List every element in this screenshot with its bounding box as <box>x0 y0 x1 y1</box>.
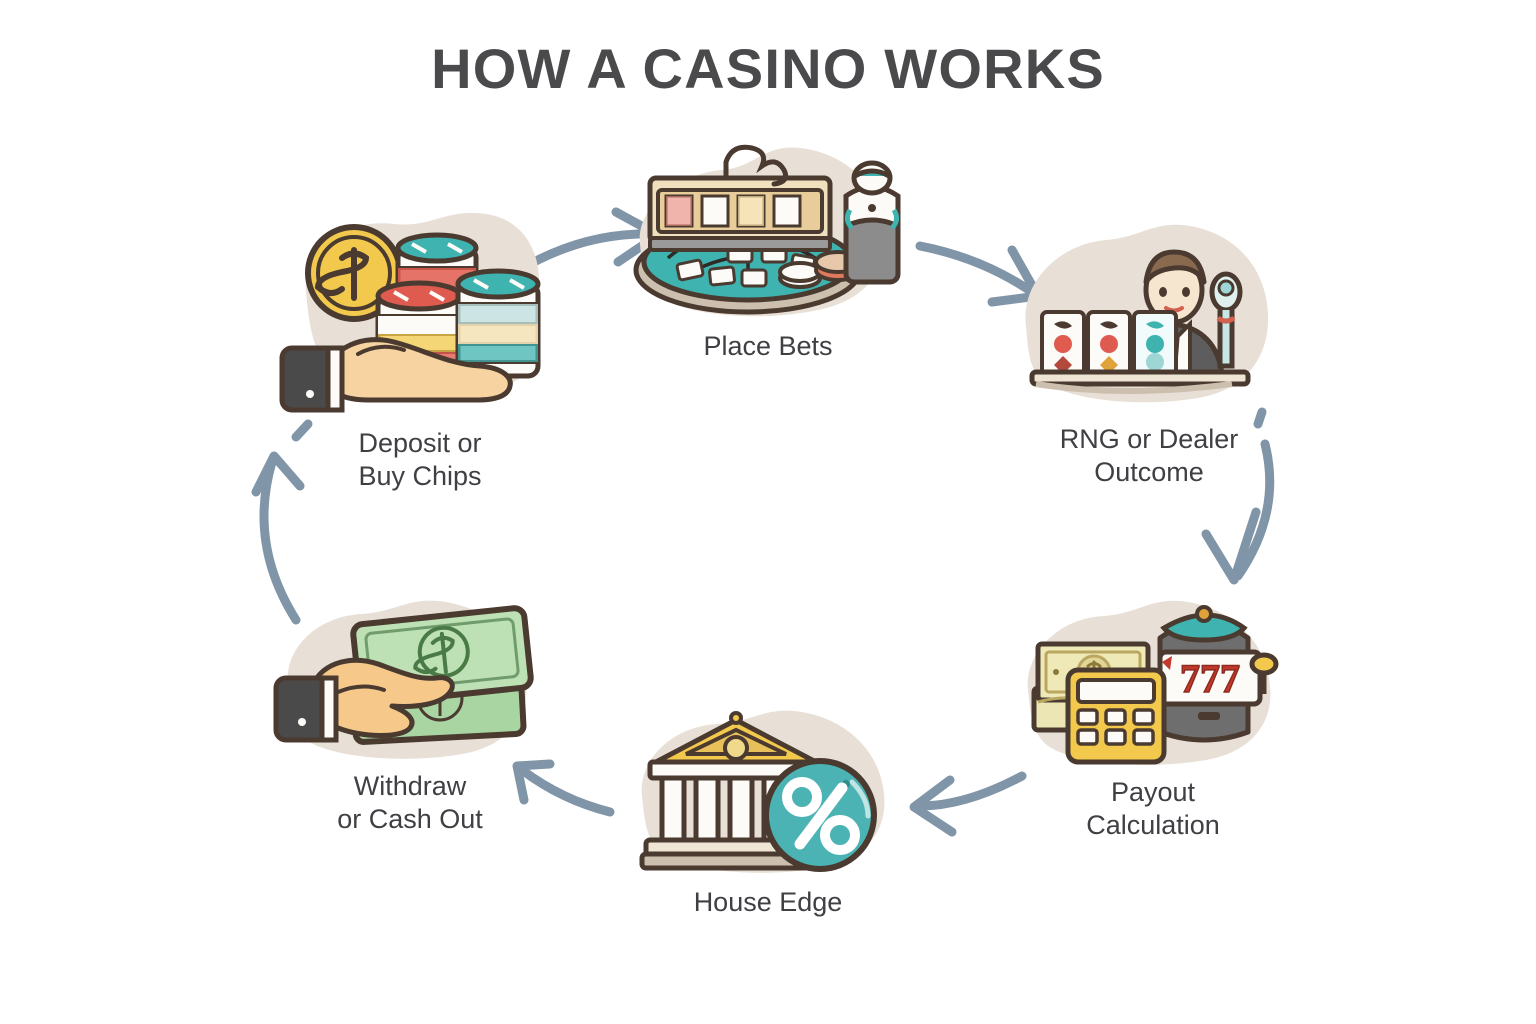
slot-machine-icon: 777 <box>1157 605 1279 743</box>
page-title: HOW A CASINO WORKS <box>431 37 1105 100</box>
chip-stack-right-icon <box>455 268 541 379</box>
open-hand-icon <box>308 657 455 738</box>
bank-building-percent-icon <box>624 702 912 882</box>
hand-with-chips-and-coin-icon <box>272 188 568 423</box>
rng-device-icon <box>1209 271 1243 369</box>
node-place-bets[interactable]: Place Bets <box>622 134 914 363</box>
top-decoration-icon <box>723 144 789 187</box>
node-payout-label: Payout Calculation <box>1086 777 1220 840</box>
svg-text:777: 777 <box>1180 656 1240 701</box>
node-deposit-label: Deposit or Buy Chips <box>358 428 482 491</box>
casino-attendant-icon <box>843 160 901 285</box>
open-hand-icon <box>321 337 513 403</box>
node-rng-dealer[interactable]: RNG or Dealer Outcome <box>1010 214 1288 489</box>
dealer-with-cards-icon <box>1010 214 1288 419</box>
slot-display-board-icon <box>647 175 833 252</box>
node-deposit[interactable]: Deposit or Buy Chips <box>272 188 568 493</box>
playing-cards-icon <box>1040 310 1178 376</box>
node-rng-dealer-label: RNG or Dealer Outcome <box>1059 424 1239 487</box>
percent-badge-icon <box>763 758 877 872</box>
node-withdraw[interactable]: Withdraw or Cash Out <box>268 594 552 836</box>
connector-payout-to-house-edge <box>909 771 1027 837</box>
hand-with-banknotes-icon <box>268 594 552 766</box>
node-payout[interactable]: 777 <box>1012 594 1294 842</box>
node-withdraw-label: Withdraw or Cash Out <box>337 771 483 834</box>
cash-calculator-slot-icon: 777 <box>1012 594 1294 772</box>
casino-table-icon <box>622 134 914 326</box>
calculator-icon <box>1065 667 1167 765</box>
node-house-edge-label: House Edge <box>693 887 843 917</box>
node-place-bets-label: Place Bets <box>703 331 833 361</box>
shirt-cuff-icon <box>273 675 339 743</box>
shirt-cuff-icon <box>279 345 345 413</box>
node-house-edge[interactable]: House Edge <box>624 702 912 919</box>
table-shelf-icon <box>1029 369 1251 394</box>
